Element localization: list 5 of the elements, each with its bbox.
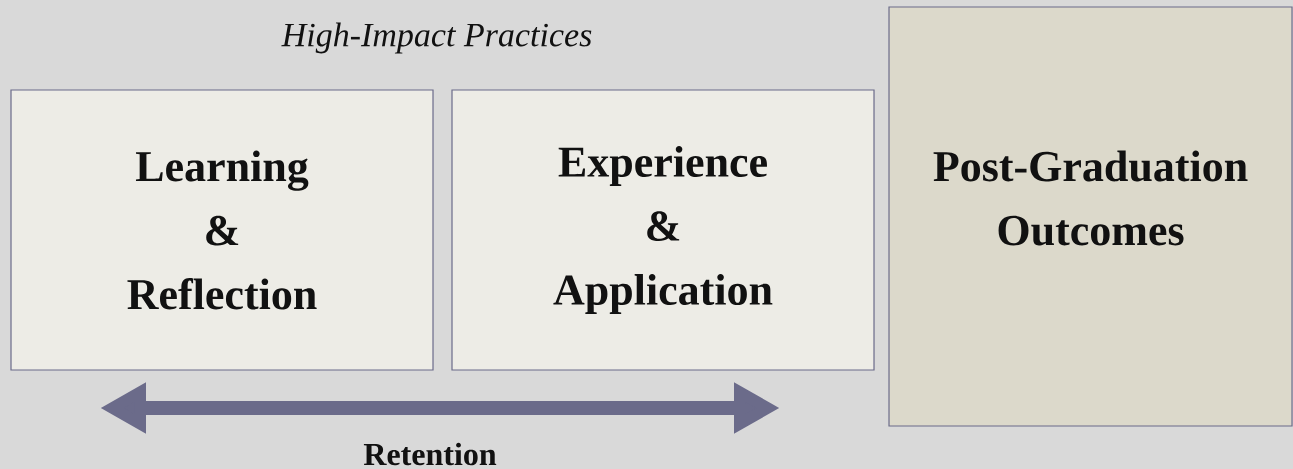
text-box: Post-Graduation Outcomes <box>888 6 1293 427</box>
heading: High-Impact Practices <box>281 22 592 54</box>
arrow-label: Retention <box>363 442 497 466</box>
text-box: Experience & Application <box>451 89 875 371</box>
text-box: Learning & Reflection <box>10 89 434 371</box>
